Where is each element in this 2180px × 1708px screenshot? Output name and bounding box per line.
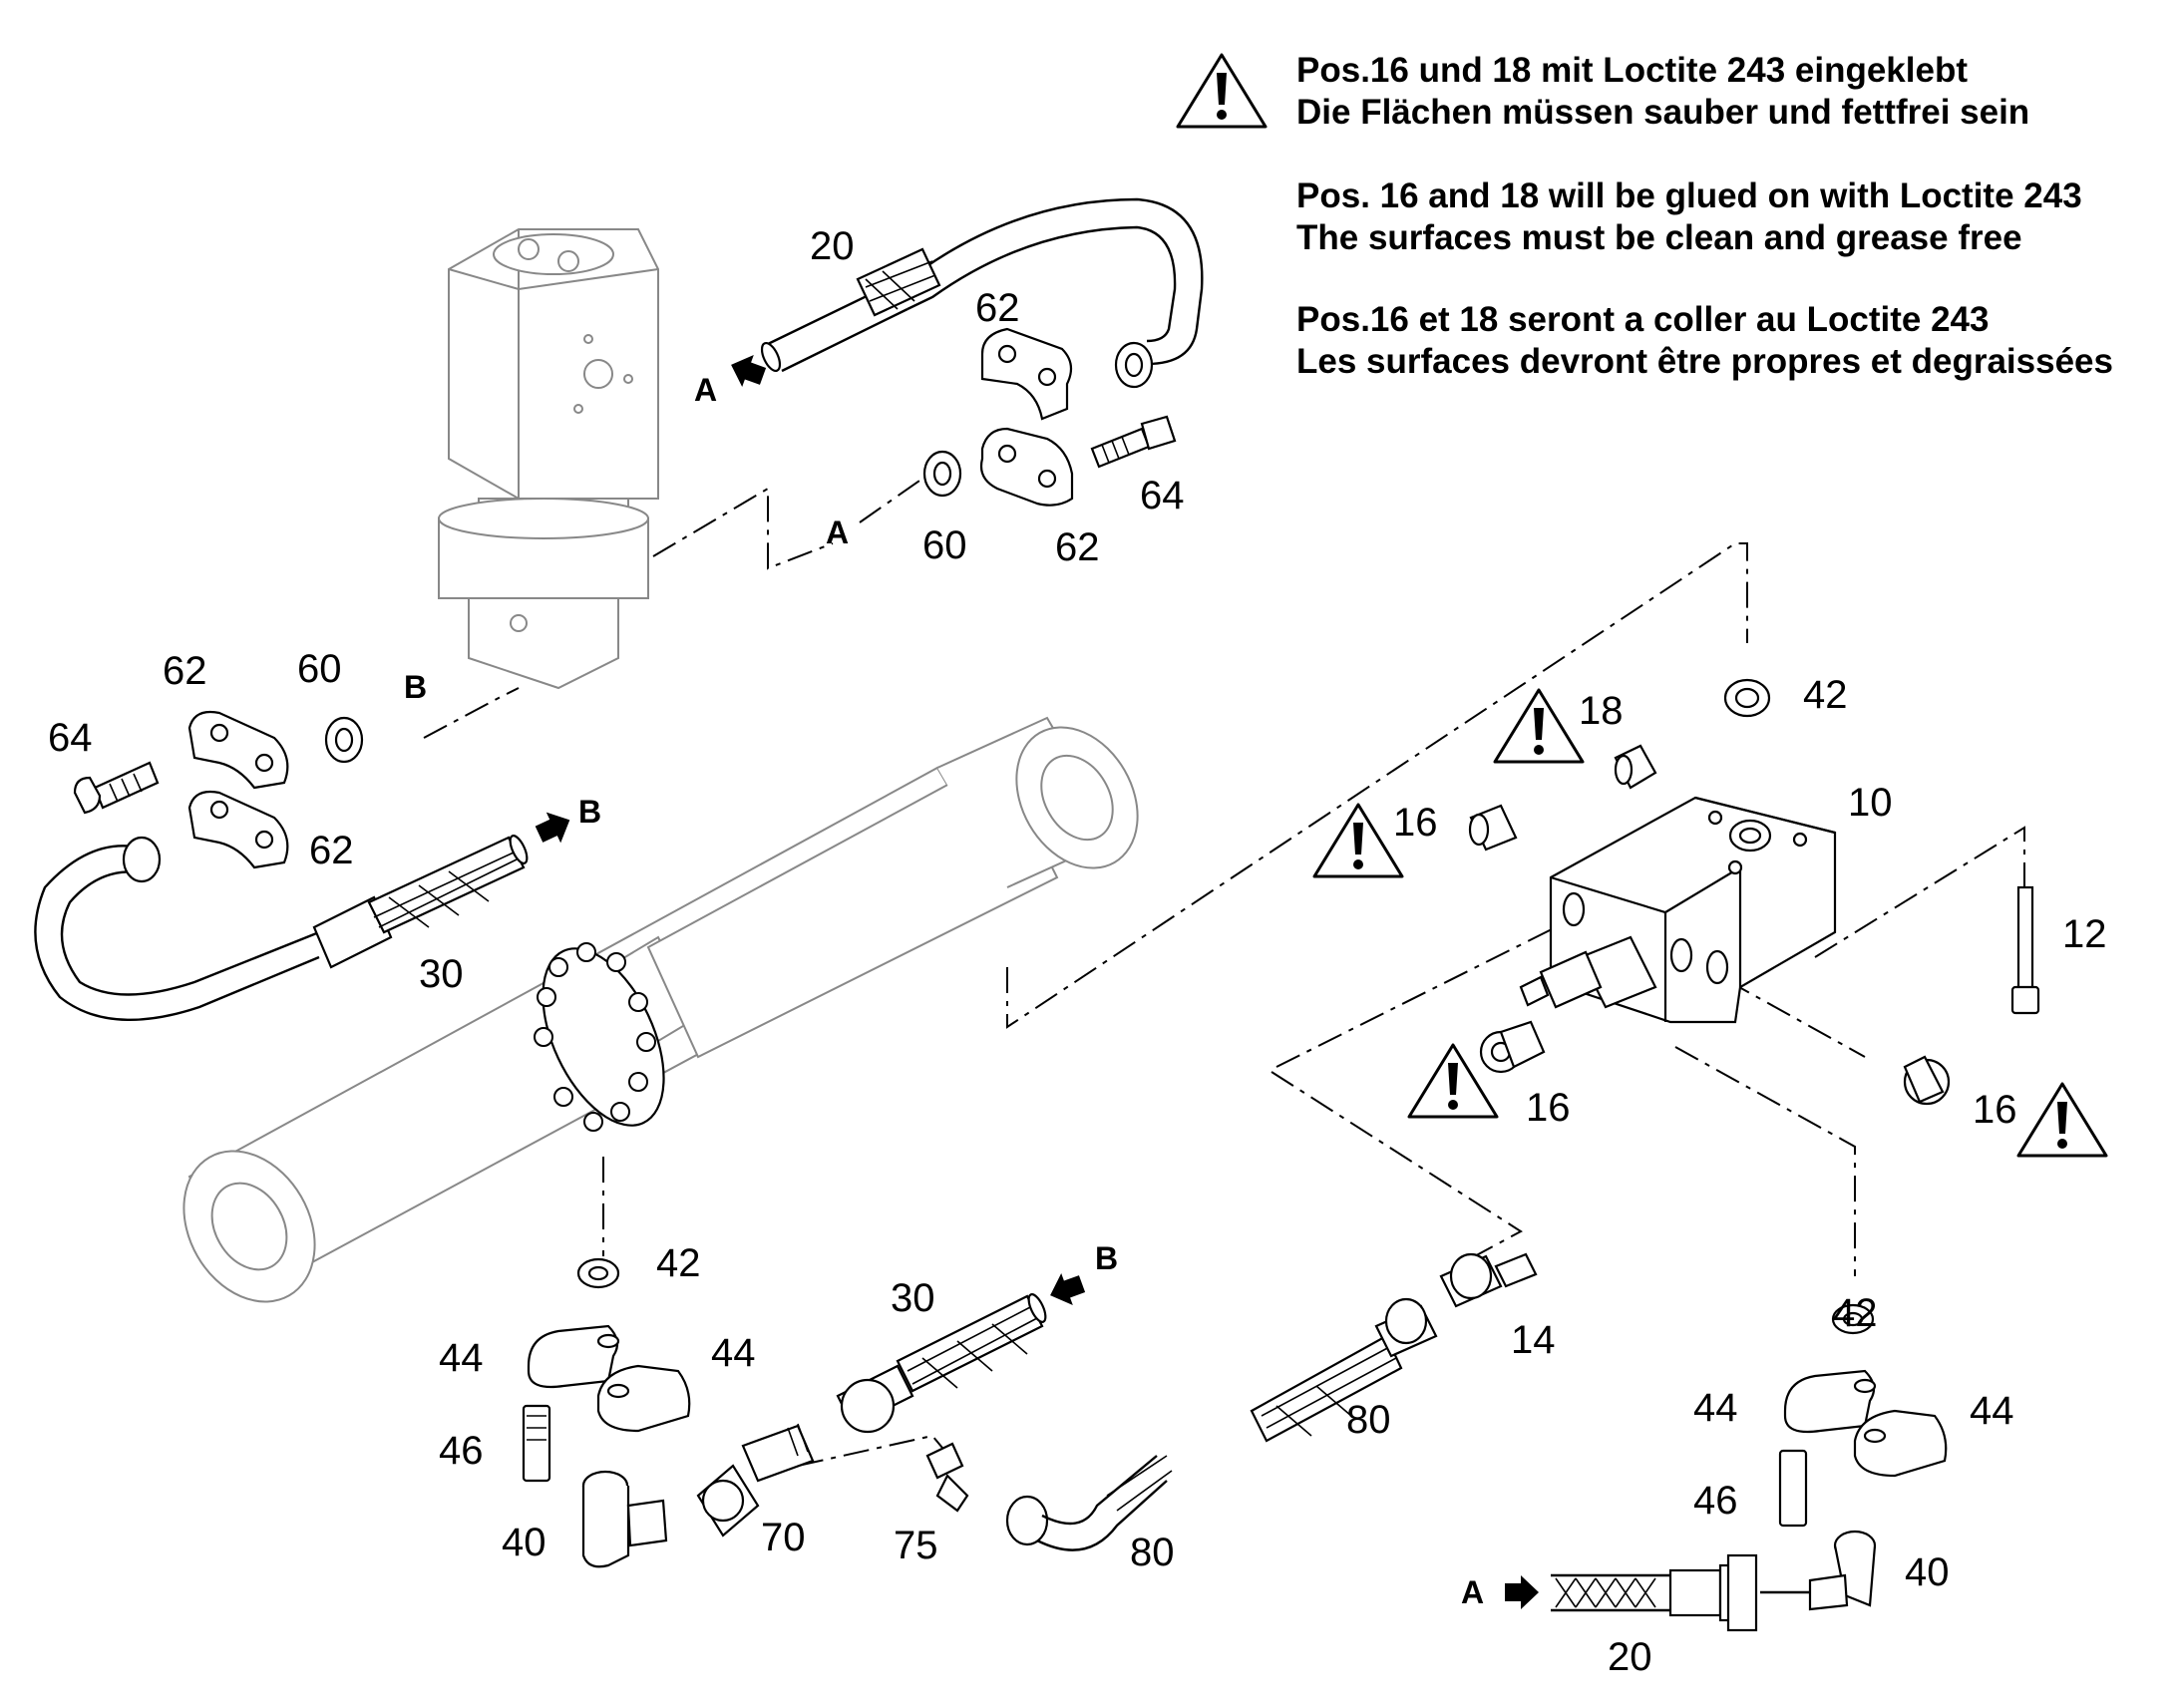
label-pos-16-b: 16 [1526,1086,1571,1130]
connector-b-mid-arrow: B [1095,1240,1118,1276]
note-en-line1: Pos. 16 and 18 will be glued on with Loc… [1296,176,2082,215]
connector-b-left-dash: B [404,669,427,705]
warning-icon-notes [1176,53,1268,129]
label-pos-46-left: 46 [439,1429,484,1473]
label-pos-44-ll2: 44 [711,1331,756,1375]
note-fr-line1: Pos.16 et 18 seront a coller au Loctite … [1296,300,1990,339]
note-french: Pos.16 et 18 seront a coller au Loctite … [1296,299,2113,383]
label-pos-44-lr2: 44 [1970,1389,2014,1433]
label-pos-40-right: 40 [1905,1550,1950,1594]
label-pos-80-a: 80 [1130,1531,1175,1574]
label-pos-60-left: 60 [297,647,342,691]
note-de-line1: Pos.16 und 18 mit Loctite 243 eingeklebt [1296,51,1968,90]
arrow-icon-b-mid [1044,1267,1088,1312]
label-pos-64-left: 64 [48,716,93,760]
hose-30-left [34,835,529,1021]
label-pos-75: 75 [894,1524,938,1567]
label-pos-12: 12 [2062,912,2107,956]
plugs-and-seals [1468,678,2040,1106]
label-pos-10: 10 [1848,781,1893,825]
label-pos-62-top2: 62 [1055,525,1100,569]
label-pos-60-top: 60 [922,523,967,567]
label-pos-42-top: 42 [1803,673,1848,717]
label-pos-14: 14 [1511,1318,1556,1362]
lower-fittings [696,1252,1538,1551]
connector-a-bottom-arrow: A [1461,1574,1484,1610]
label-pos-62-top1: 62 [975,286,1020,330]
label-pos-80-b: 80 [1346,1398,1391,1442]
note-german: Pos.16 und 18 mit Loctite 243 eingeklebt… [1296,50,2029,134]
note-english: Pos. 16 and 18 will be glued on with Loc… [1296,175,2082,259]
note-fr-line2: Les surfaces devront être propres et deg… [1296,342,2113,381]
label-pos-70: 70 [761,1516,806,1559]
label-pos-20-top: 20 [810,224,855,268]
label-pos-40-left: 40 [502,1521,546,1564]
label-pos-42-lower-right: 42 [1833,1291,1878,1335]
hydraulic-cylinder [182,716,1139,1303]
note-de-line2: Die Flächen müssen sauber und fettfrei s… [1296,93,2030,132]
label-pos-62-left1: 62 [163,649,207,693]
label-pos-44-lr1: 44 [1693,1386,1738,1430]
label-pos-42-lower-left: 42 [656,1241,701,1285]
arrow-icon-a-bottom [1505,1575,1539,1609]
label-pos-30-left: 30 [419,952,464,996]
label-pos-62-left2: 62 [309,829,354,872]
warning-icon-16c [2016,1082,2108,1158]
label-pos-46-right: 46 [1693,1479,1738,1523]
flange-set-top [922,327,1177,507]
flange-set-lower-left [522,1257,691,1568]
label-pos-16-a: 16 [1393,801,1438,845]
label-pos-44-ll1: 44 [439,1336,484,1380]
label-pos-18: 18 [1579,689,1624,733]
flange-set-left [73,710,364,869]
warning-icon-18 [1493,688,1585,764]
valve-block-10 [1519,796,1837,1024]
label-pos-16-c: 16 [1973,1088,2017,1132]
connector-a-top-dash: A [826,514,849,550]
position-labels: 20 62 62 64 60 62 60 64 62 30 18 42 10 1… [48,224,2107,1679]
flange-set-lower-right [1551,1303,1948,1632]
connector-a-top-arrow: A [694,372,717,408]
connector-b-left-arrow: B [578,794,601,830]
label-pos-20-bottom: 20 [1608,1635,1652,1679]
label-pos-30-mid: 30 [891,1276,935,1320]
arrow-icon-b-left [532,804,577,851]
label-pos-64-top: 64 [1140,474,1185,517]
hose-20-top [760,197,1204,389]
valve-housing [438,228,659,690]
note-en-line2: The surfaces must be clean and grease fr… [1296,218,2022,257]
